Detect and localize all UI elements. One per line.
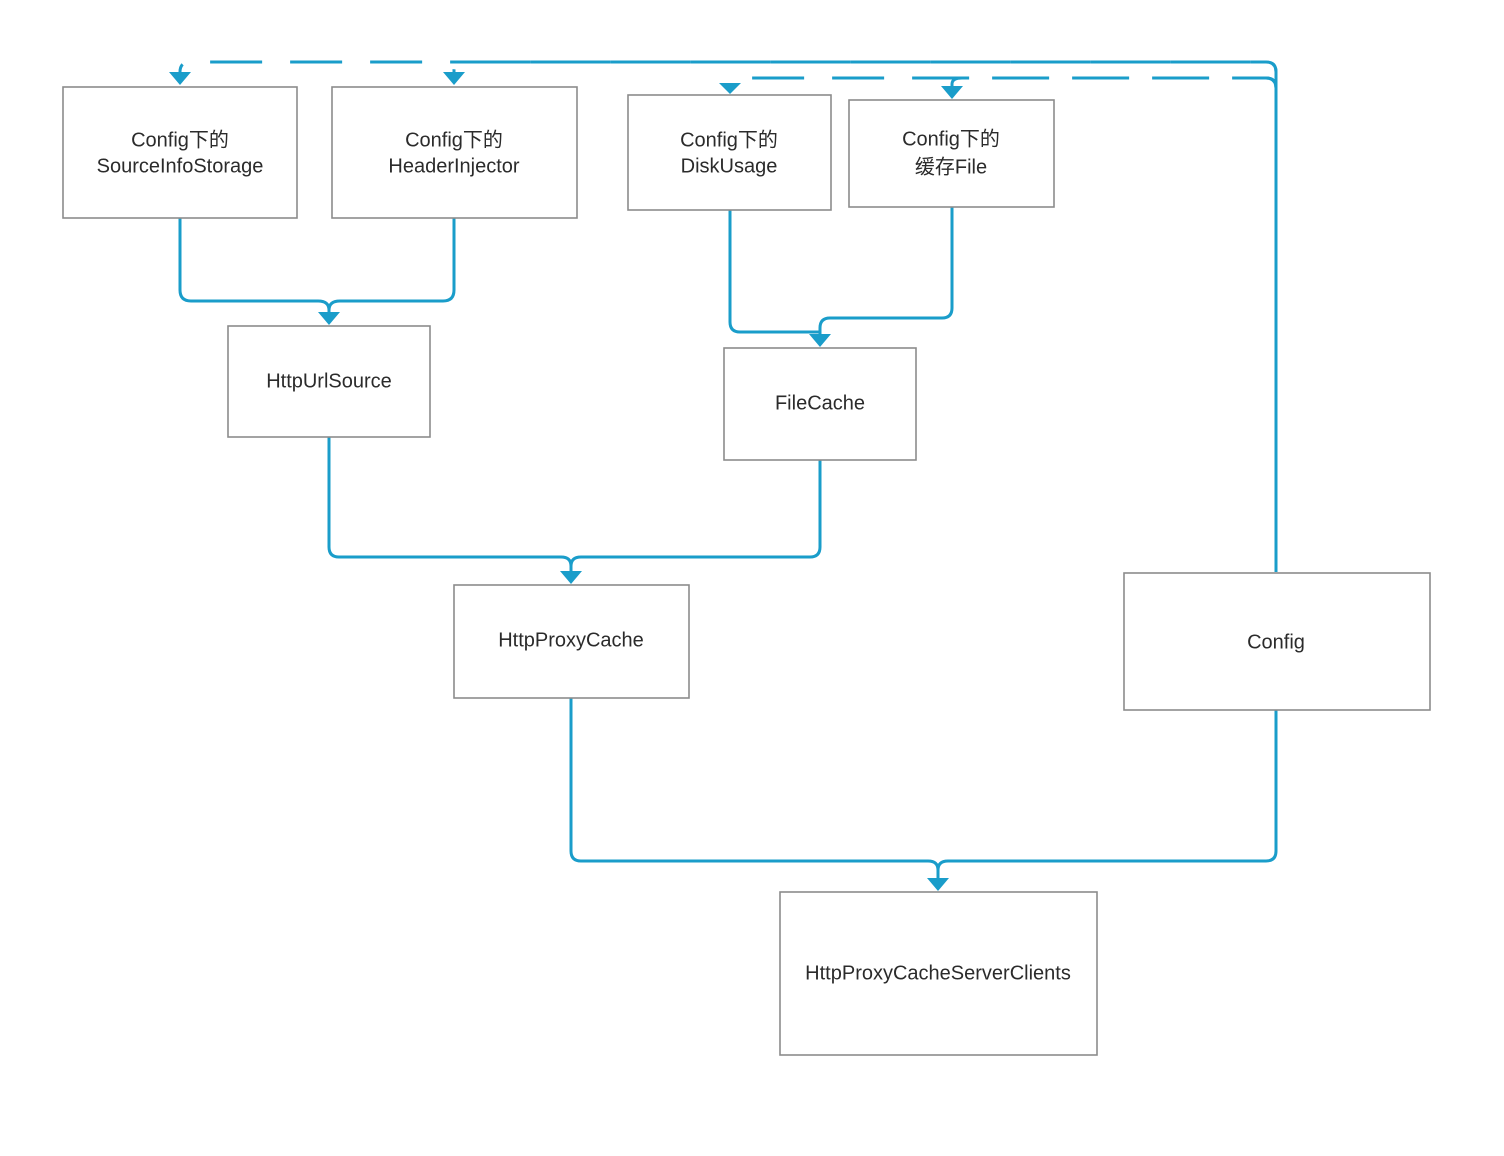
node-config-cache-file: Config下的 缓存File [848,99,1055,208]
arrowhead-http-proxy-cache [560,571,582,584]
edge-cache-file-to-file-cache [818,207,954,338]
edge-config-to-cache-file [950,76,1278,95]
arrowhead-cache-file [941,86,963,99]
node-label: HttpProxyCache [498,629,644,651]
node-line-2: 缓存File [915,155,987,178]
node-config-header-injector: Config下的 HeaderInjector [331,86,578,219]
node-label: FileCache [775,392,865,414]
node-line-2: SourceInfoStorage [97,155,264,177]
edge-http-proxy-cache-to-server-clients [569,698,940,880]
arrowhead-source-info-storage [169,72,191,85]
node-file-cache: FileCache [723,347,917,461]
node-http-url-source: HttpUrlSource [227,325,431,438]
node-config-disk-usage: Config下的 DiskUsage [627,94,832,211]
node-label: HttpProxyCacheServerClients [805,962,1071,984]
arrowhead-http-url-source [318,312,340,325]
edge-disk-usage-to-file-cache [728,210,822,338]
edges-layer [169,60,1278,891]
node-line-1: Config下的 [902,127,1000,150]
arrowhead-header-injector [443,72,465,85]
node-label: Config [1247,631,1305,653]
edge-header-injector-to-http-url-source [327,218,456,316]
nodes-layer: Config下的 SourceInfoStorage Config下的 Head… [62,86,1431,1056]
node-line-2: HeaderInjector [388,155,520,177]
arrowhead-file-cache [809,334,831,347]
node-http-proxy-cache: HttpProxyCache [453,584,690,699]
arrowhead-server-clients [927,878,949,891]
edge-config-to-server-clients [936,710,1278,880]
node-label: HttpUrlSource [266,370,392,392]
arrowhead-disk-usage [719,83,741,94]
edge-source-info-storage-to-http-url-source [178,218,331,316]
node-line-1: Config下的 [405,128,503,151]
node-config-source-info-storage: Config下的 SourceInfoStorage [62,86,298,219]
edge-file-cache-to-http-proxy-cache [569,460,822,574]
node-http-proxy-cache-server-clients: HttpProxyCacheServerClients [779,891,1098,1056]
edge-config-to-disk-usage [728,76,1278,90]
edge-http-url-source-to-http-proxy-cache [327,437,573,574]
node-line-1: Config下的 [680,128,778,151]
node-config: Config [1123,572,1431,711]
node-line-2: DiskUsage [681,155,778,177]
node-line-1: Config下的 [131,128,229,151]
